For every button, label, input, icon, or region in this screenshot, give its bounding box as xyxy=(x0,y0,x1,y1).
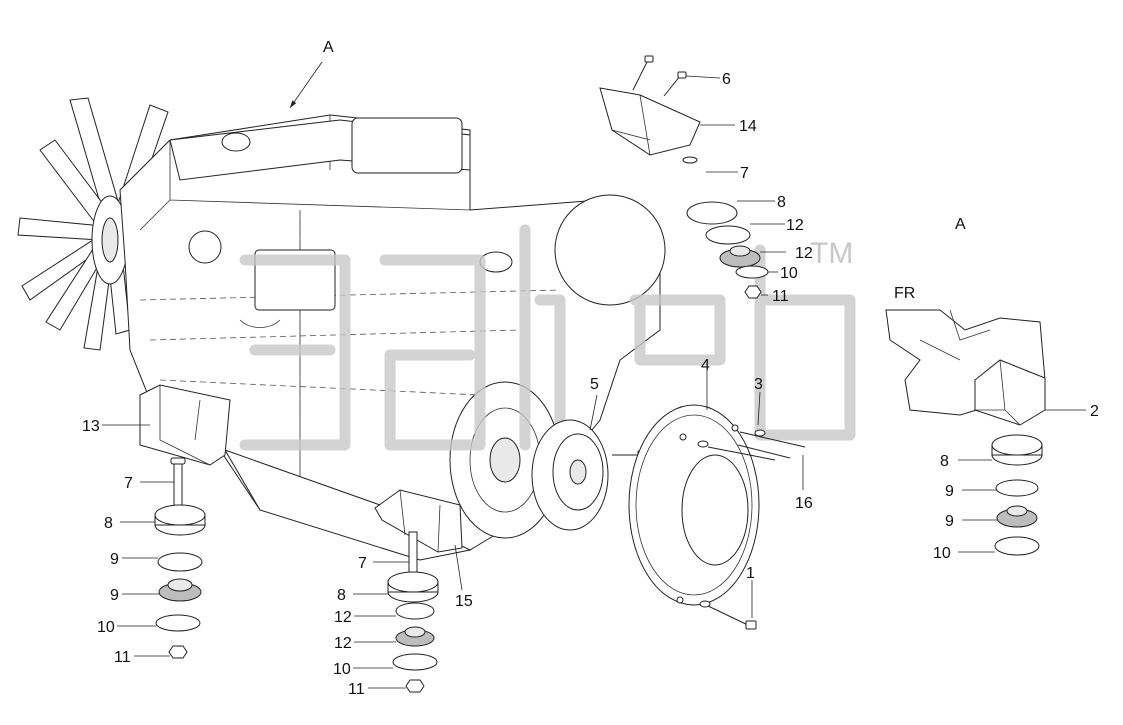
watermark-tm: TM xyxy=(810,237,853,270)
nut-11-top xyxy=(744,285,762,299)
turbocharger-housing xyxy=(554,194,666,306)
plate-10-top xyxy=(735,265,769,279)
callout-8-center: 8 xyxy=(337,587,346,604)
callout-1: 1 xyxy=(746,565,755,582)
plate-10-detail xyxy=(994,536,1040,556)
plate-10-left xyxy=(155,614,201,632)
callout-7-center: 7 xyxy=(358,555,367,572)
callout-7-top: 7 xyxy=(740,165,749,182)
callout-10-left: 10 xyxy=(97,619,115,636)
callout-7-left: 7 xyxy=(124,475,133,492)
leader-lines xyxy=(102,75,1086,689)
top-mount-stack xyxy=(599,55,769,299)
callout-labels: 13 7 8 9 9 10 11 7 8 12 12 10 11 15 6 14… xyxy=(82,71,1099,698)
nut-11-center xyxy=(405,679,425,693)
callout-8-top: 8 xyxy=(777,194,786,211)
callout-3: 3 xyxy=(754,376,763,393)
watermark-logo: TM xyxy=(239,224,856,451)
callout-12-top-a: 12 xyxy=(786,217,804,234)
bracket-13 xyxy=(139,384,231,466)
plate-10-center xyxy=(392,653,438,671)
left-mount-stack xyxy=(139,384,231,659)
callout-11-center: 11 xyxy=(348,681,365,698)
callout-9-detail-b: 9 xyxy=(945,513,954,530)
spacer-12-top-a xyxy=(705,225,751,245)
air-intake-box xyxy=(351,117,463,174)
callout-9-left-b: 9 xyxy=(110,587,119,604)
callout-6: 6 xyxy=(722,71,731,88)
callout-12-center-b: 12 xyxy=(334,635,352,652)
callout-2: 2 xyxy=(1090,403,1099,420)
callout-12-center-a: 12 xyxy=(334,609,352,626)
callout-15: 15 xyxy=(455,593,473,610)
view-letter: A xyxy=(323,39,334,56)
callout-11-top: 11 xyxy=(772,288,789,305)
bolts-16 xyxy=(697,429,806,461)
cushion-8-top xyxy=(686,201,738,225)
callout-14: 14 xyxy=(739,118,757,135)
flywheel-parts xyxy=(531,404,806,630)
cooling-fan xyxy=(17,97,169,351)
callout-10-top: 10 xyxy=(780,265,798,282)
front-marker: FR xyxy=(894,285,915,302)
callout-9-detail-a: 9 xyxy=(945,483,954,500)
spacer-12-center-a xyxy=(395,602,435,620)
center-mount-stack xyxy=(374,489,463,693)
callout-12-top-b: 12 xyxy=(795,245,813,262)
bolt-7-left xyxy=(173,461,183,511)
callout-8-detail: 8 xyxy=(940,453,949,470)
callout-4: 4 xyxy=(701,357,710,374)
nut-11-left xyxy=(168,645,188,659)
callout-5: 5 xyxy=(590,376,599,393)
bracket-14 xyxy=(599,87,701,156)
callout-16: 16 xyxy=(795,495,813,512)
callout-11-left: 11 xyxy=(114,649,131,666)
detail-view-a: A FR xyxy=(885,216,1046,556)
washer-9-left-a xyxy=(157,552,203,572)
detail-title: A xyxy=(955,216,966,233)
callout-10-detail: 10 xyxy=(933,545,951,562)
view-arrow: A xyxy=(289,39,334,109)
callout-13: 13 xyxy=(82,418,100,435)
callout-9-left-a: 9 xyxy=(110,551,119,568)
callout-8-left: 8 xyxy=(104,515,113,532)
bolt-1 xyxy=(745,620,757,630)
callout-10-center: 10 xyxy=(333,661,351,678)
oil-filler-cap xyxy=(221,132,251,152)
washer-9-detail-a xyxy=(995,479,1039,497)
